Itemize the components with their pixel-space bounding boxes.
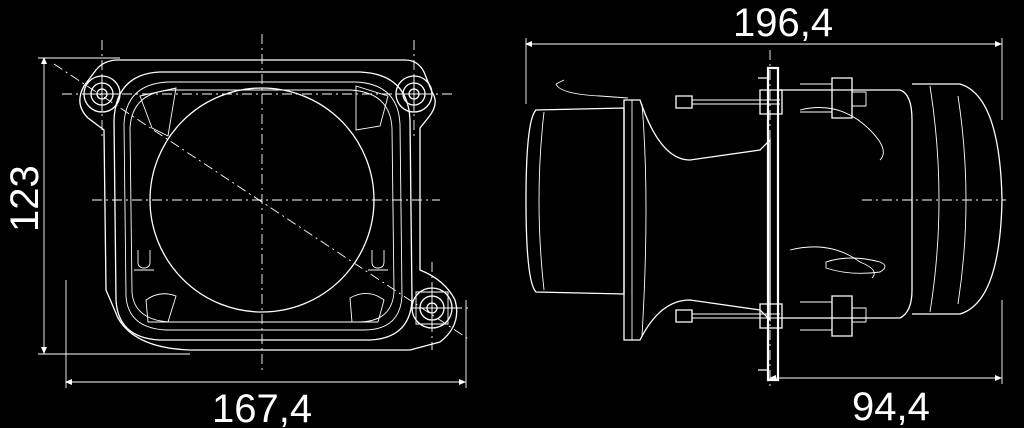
side-rear-housing bbox=[778, 89, 913, 319]
side-view bbox=[525, 50, 1006, 390]
width-label: 167,4 bbox=[212, 387, 312, 428]
adjuster-top bbox=[675, 77, 867, 119]
front-bezel-inner bbox=[123, 81, 403, 331]
side-rear-cap bbox=[912, 83, 1003, 315]
depth-label: 94,4 bbox=[852, 385, 930, 428]
length-label: 196,4 bbox=[733, 1, 833, 45]
width-dimension: 167,4 bbox=[65, 280, 467, 428]
adjuster-bottom bbox=[675, 295, 867, 337]
length-dimension: 196,4 bbox=[525, 1, 1003, 120]
depth-dimension: 94,4 bbox=[769, 300, 1003, 428]
height-dimension: 123 bbox=[3, 57, 190, 355]
side-wire bbox=[555, 83, 629, 99]
u-mark-left bbox=[137, 250, 151, 269]
u-mark-right bbox=[371, 250, 385, 269]
front-housing-outline bbox=[79, 59, 458, 351]
side-lens-front bbox=[525, 107, 625, 295]
diagonal-centerline bbox=[53, 63, 471, 341]
front-bezel bbox=[113, 71, 413, 341]
front-view bbox=[53, 34, 471, 370]
height-label: 123 bbox=[3, 165, 47, 232]
